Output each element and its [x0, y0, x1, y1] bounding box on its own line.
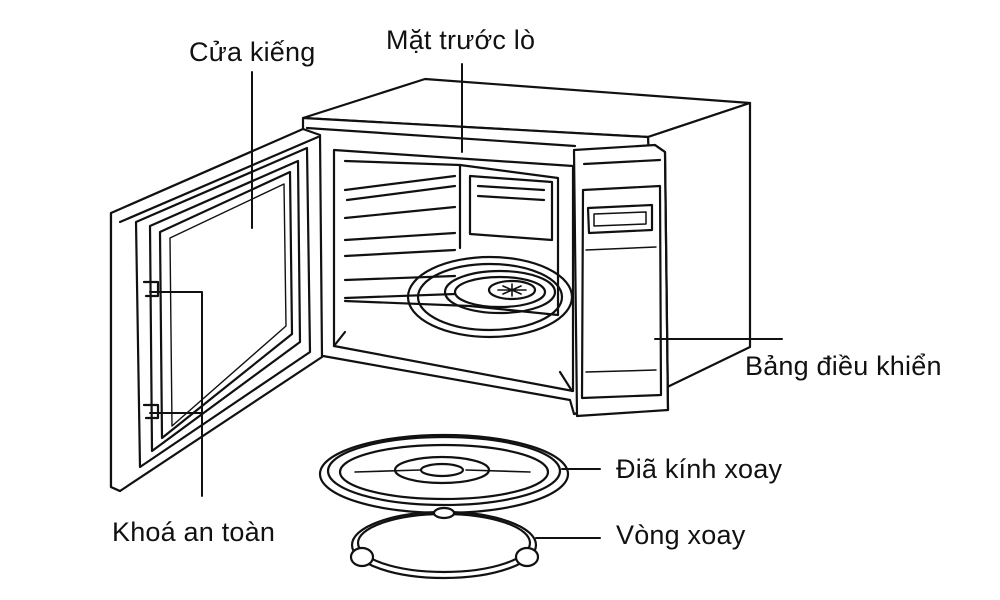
glass-tray — [318, 433, 570, 515]
label-roller-ring: Vòng xoay — [616, 520, 746, 550]
open-door — [109, 127, 324, 493]
roller-ring — [349, 506, 540, 580]
control-panel — [572, 143, 670, 418]
label-glass-tray: Điã kính xoay — [616, 454, 783, 484]
inner-turntable — [406, 255, 574, 339]
label-safety-lock: Khoá an toàn — [112, 517, 276, 547]
leader-lines — [149, 63, 783, 539]
label-door-glass: Cửa kiếng — [189, 37, 316, 67]
label-oven-front: Mặt trước lò — [386, 25, 536, 55]
oven-body — [301, 77, 752, 416]
label-control-panel: Bảng điều khiển — [745, 351, 942, 381]
